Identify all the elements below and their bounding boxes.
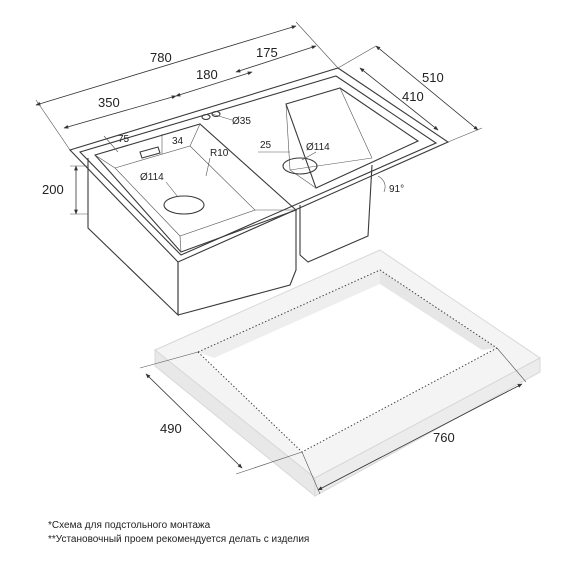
label-410: 410: [402, 89, 424, 104]
label-75: 75: [118, 134, 130, 145]
label-34: 34: [172, 136, 184, 147]
note-cutout: **Установочный проем рекомендуется делат…: [48, 534, 310, 545]
dim-cutout-depth: 490: [139, 351, 303, 475]
label-490: 490: [160, 421, 182, 436]
label-510: 510: [422, 70, 444, 85]
dim-left-bowl: 350: [63, 95, 177, 129]
dim-height: 200: [42, 165, 88, 215]
notes: *Схема для подстольного монтажа **Устано…: [48, 519, 309, 547]
dim-drain-180: 180: [175, 67, 253, 97]
overflow-slot: [139, 146, 161, 159]
label-180: 180: [196, 67, 218, 82]
dim-drain-175: 175: [235, 45, 317, 73]
label-angle: 91°: [389, 184, 404, 195]
label-780: 780: [150, 50, 172, 65]
tap-hole-1: [201, 113, 211, 121]
label-drain-left: Ø114: [140, 172, 164, 183]
label-25: 25: [260, 140, 272, 151]
countertop-cutout: [154, 249, 541, 498]
label-175: 175: [256, 45, 278, 60]
label-200: 200: [42, 182, 64, 197]
label-350: 350: [98, 95, 120, 110]
dim-cutout-width: 760: [301, 347, 527, 495]
label-r10: R10: [210, 148, 229, 159]
drain-left-hole: [163, 195, 205, 215]
dim-right-depth: 410: [359, 67, 439, 131]
note-mounting: *Схема для подстольного монтажа: [48, 520, 211, 531]
label-760: 760: [433, 430, 455, 445]
label-drain-right: Ø114: [306, 142, 330, 153]
drain-right-hole: [282, 157, 318, 175]
dim-overall-width: 780: [35, 21, 339, 151]
label-tap-hole: Ø35: [232, 116, 251, 127]
